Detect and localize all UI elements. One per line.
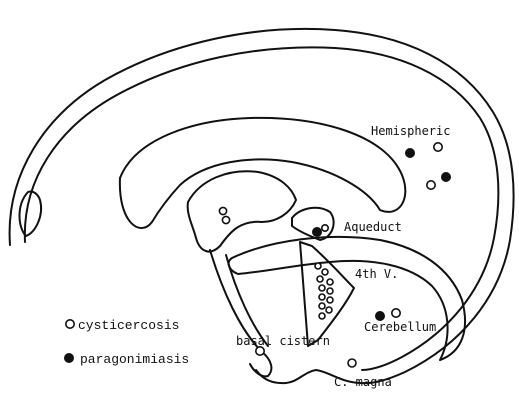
paragonimiasis-marker bbox=[313, 228, 322, 237]
label-aqueduct: Aqueduct bbox=[344, 220, 402, 234]
label-hemispheric: Hemispheric bbox=[371, 124, 450, 138]
cyst-marker bbox=[322, 225, 328, 231]
cyst-marker bbox=[326, 307, 332, 313]
legend-filled-circle-icon bbox=[65, 354, 74, 363]
legend: cysticercosis paragonimiasis bbox=[65, 318, 190, 367]
cyst-marker bbox=[427, 181, 435, 189]
third-ventricle bbox=[188, 171, 296, 251]
legend-open-circle-icon bbox=[66, 320, 74, 328]
cyst-marker bbox=[392, 309, 400, 317]
cyst-marker bbox=[319, 294, 325, 300]
cyst-marker bbox=[322, 269, 328, 275]
label-basal-cistern: basal cistern bbox=[236, 334, 330, 348]
paragonimiasis-marker bbox=[442, 173, 451, 182]
cyst-marker bbox=[327, 288, 333, 294]
cyst-marker bbox=[222, 216, 229, 223]
aqueduct-channel bbox=[292, 208, 334, 240]
cyst-marker bbox=[315, 263, 321, 269]
cyst-marker bbox=[319, 313, 325, 319]
legend-cysticercosis: cysticercosis bbox=[78, 318, 179, 333]
legend-paragonimiasis: paragonimiasis bbox=[80, 352, 189, 367]
cyst-marker bbox=[317, 276, 323, 282]
brainstem-outline bbox=[210, 250, 271, 376]
cyst-marker bbox=[219, 207, 226, 214]
fourth-ventricle bbox=[300, 242, 354, 346]
cyst-marker bbox=[348, 359, 356, 367]
cyst-marker bbox=[319, 303, 325, 309]
label-cerebellum: Cerebellum bbox=[364, 320, 436, 334]
cyst-marker bbox=[256, 347, 264, 355]
cyst-marker bbox=[319, 285, 325, 291]
label-fourth-ventricle: 4th V. bbox=[355, 267, 398, 281]
label-cisterna-magna: C. magna bbox=[334, 375, 392, 389]
cyst-marker bbox=[327, 279, 333, 285]
cyst-marker bbox=[434, 143, 442, 151]
paragonimiasis-marker bbox=[406, 149, 415, 158]
cyst-marker bbox=[327, 297, 333, 303]
